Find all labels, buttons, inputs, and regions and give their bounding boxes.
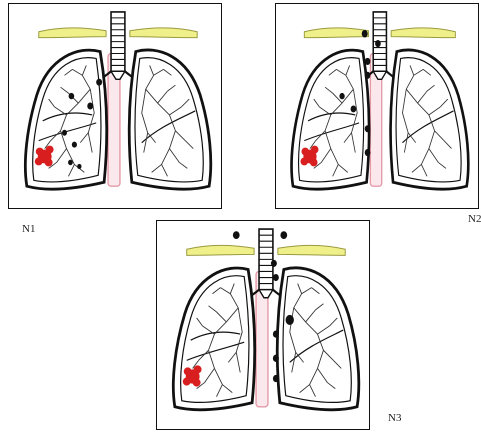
lung-illustration-n2 bbox=[276, 4, 478, 208]
lung-diagram-n2 bbox=[275, 3, 479, 209]
lung-illustration-n3 bbox=[157, 221, 369, 429]
caption-n1: N1 bbox=[22, 223, 35, 235]
lung-illustration-n1 bbox=[9, 4, 221, 208]
lung-diagram-n1 bbox=[8, 3, 222, 209]
caption-n3: N3 bbox=[388, 412, 401, 424]
lung-diagram-n3 bbox=[156, 220, 370, 430]
caption-n2: N2 bbox=[468, 213, 481, 225]
